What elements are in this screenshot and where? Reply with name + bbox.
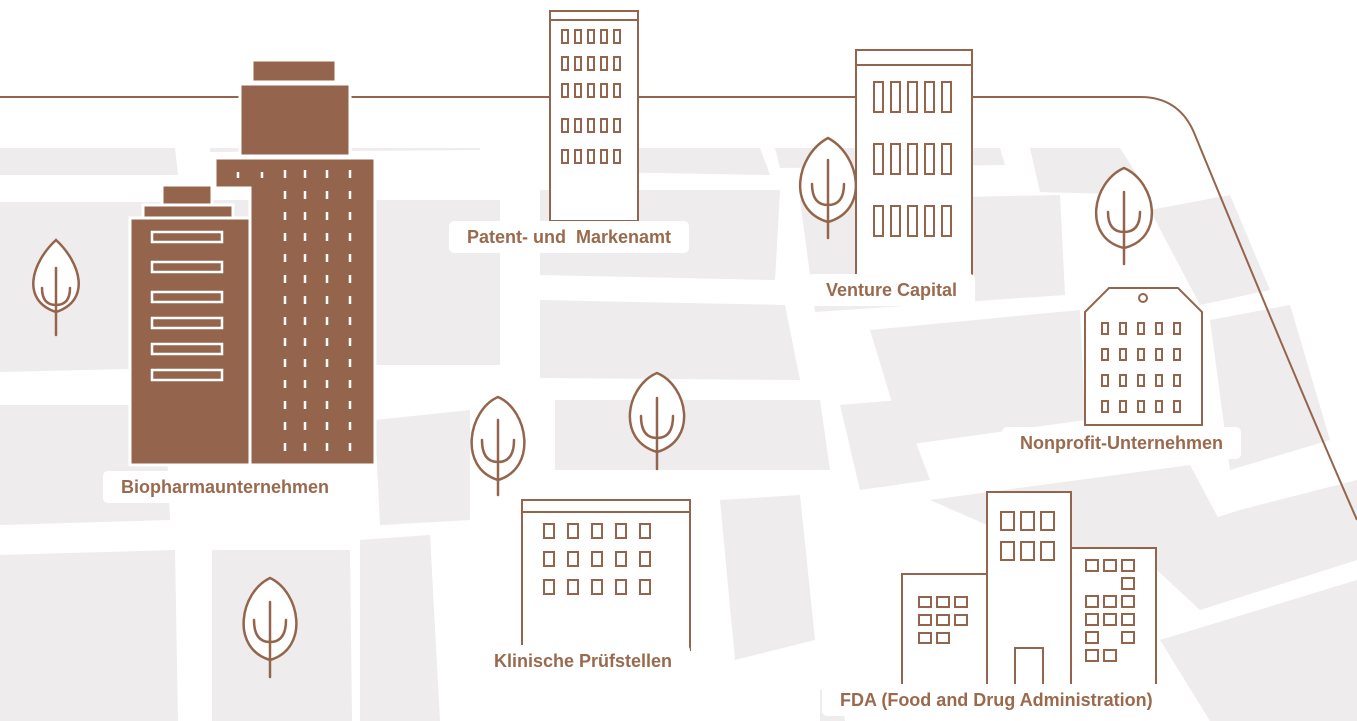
label-clinical-sites[interactable]: Klinische Prüfstellen <box>476 645 691 677</box>
label-biopharma[interactable]: Biopharmaunternehmen <box>103 471 348 503</box>
label-fda[interactable]: FDA (Food and Drug Administration) <box>822 684 1171 716</box>
skyscraper-icon <box>128 58 377 467</box>
label-nonprofit[interactable]: Nonprofit-Unternehmen <box>1002 427 1241 459</box>
tree-icon <box>470 395 526 497</box>
tree-icon <box>799 136 857 240</box>
tree-icon <box>32 238 80 337</box>
office-building-icon <box>549 10 639 222</box>
label-patent-office[interactable]: Patent- und Markenamt <box>449 221 690 253</box>
tree-icon <box>628 371 686 471</box>
tree-icon <box>1095 166 1153 266</box>
main-road-line <box>0 96 1357 521</box>
office-building-icon <box>855 49 973 277</box>
label-venture-capital[interactable]: Venture Capital <box>808 274 976 306</box>
office-building-icon <box>521 499 691 651</box>
tree-icon <box>242 576 298 679</box>
government-building-icon <box>1084 287 1203 426</box>
government-building-icon <box>901 491 1157 687</box>
